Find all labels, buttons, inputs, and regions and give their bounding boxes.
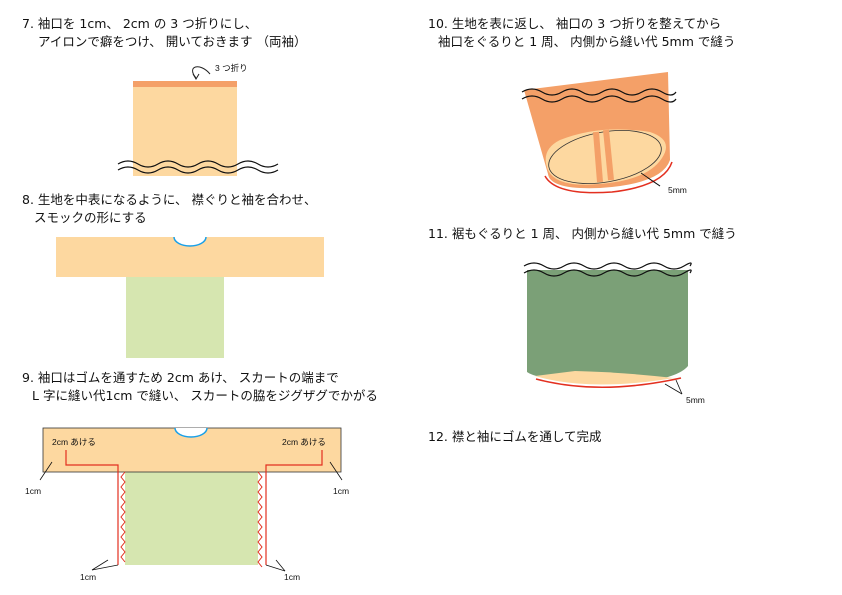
cm1-label-right: 1cm [333,486,349,496]
wave-line-11 [523,262,692,270]
step-12-text: 12. 襟と袖にゴムを通して完成 [428,429,602,444]
skirt-panel [126,276,224,358]
step-10-cuff-illustration: 5mm [521,72,687,195]
hem-fold [535,371,674,385]
open-2cm-label-right: 2cm あける [282,437,326,447]
sleeve-fabric [133,84,237,176]
cm1-label-left: 1cm [25,486,41,496]
cuff-stitch [544,161,673,194]
neckline [173,236,207,247]
step-8-smock-illustration [56,236,324,358]
skirt-panel-9 [125,471,258,565]
wave-line-10 [521,88,677,96]
cm1-label-bottom-left: 1cm [80,572,96,582]
step-7-text: 7. 袖口を 1cm、 2cm の 3 つ折りにし、 アイロンで癖をつけ、 開い… [22,16,307,49]
step-10-text: 10. 生地を表に返し、 袖口の 3 つ折りを整えてから 袖口をぐるりと 1 周… [428,16,736,49]
fold-band [133,81,237,87]
step-11-text: 11. 裾もぐるりと 1 周、 内側から縫い代 5mm で縫う [428,226,737,241]
neckline-9 [174,427,208,438]
fold-label: 3 つ折り [215,63,248,73]
cuff-opening [548,130,662,184]
step-9-text: 9. 袖口はゴムを通すため 2cm あけ、 スカートの端まで L 字に縫い代1c… [22,370,378,403]
seam-right [265,450,323,565]
wave-line [117,160,279,168]
cm1-label-bottom-right: 1cm [284,572,300,582]
fold-arrow [192,66,211,79]
hem-stitch [535,377,682,388]
zigzag-left [120,471,126,563]
cuff-inner-seam [593,129,614,183]
mm5-label-10: 5mm [668,185,687,195]
mm5-label-11: 5mm [686,395,705,405]
zigzag-right [257,471,263,568]
step-11-hem-illustration: 5mm [523,262,705,405]
skirt-body [527,270,688,382]
seam-left [65,450,119,565]
step-7-sleeve-illustration: 3 つ折り [117,63,279,176]
open-2cm-label-left: 2cm あける [52,437,96,447]
step-8-text: 8. 生地を中表になるように、 襟ぐりと袖を合わせ、 スモックの形にする [22,192,317,225]
step-9-sewing-illustration: 2cm あける 2cm あける 1cm 1cm 1cm 1cm [25,427,349,582]
